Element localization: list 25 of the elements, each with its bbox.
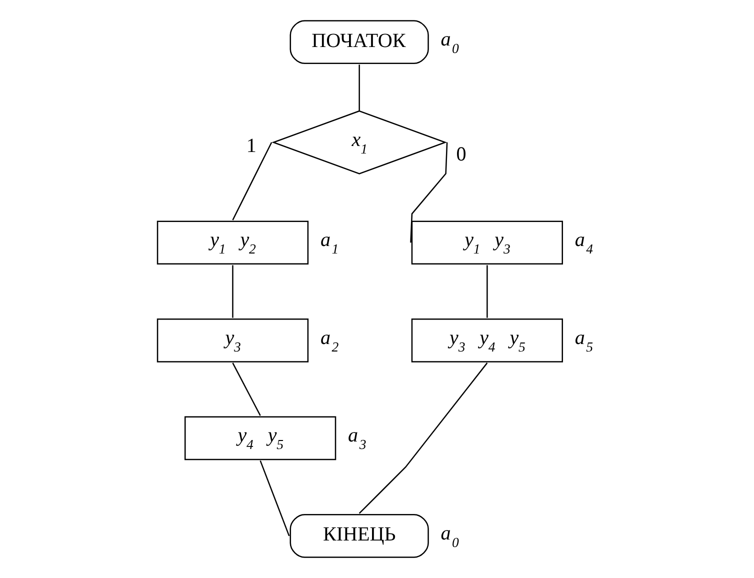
connector (232, 362, 260, 416)
node-label: a$_{5}$ (574, 326, 593, 354)
connector (486, 265, 488, 318)
connector (410, 142, 448, 243)
connector (259, 460, 290, 536)
edge-label: 0 (456, 144, 466, 166)
connector (358, 362, 488, 514)
node-box: y$_{3}$ y$_{4}$ y$_{5}$ (410, 318, 562, 362)
node-box: КІНЕЦЬ (289, 514, 428, 558)
node-label: a$_{1}$ (320, 229, 338, 257)
node-diamond: x$_{1}$ (271, 110, 447, 174)
node-box: y$_{3}$ (156, 318, 308, 362)
edge-label: 1 (246, 134, 256, 157)
node-box: ПОЧАТОК (289, 20, 428, 64)
connector (232, 265, 233, 318)
node-label: a$_{0}$ (440, 522, 458, 550)
node-label: a$_{4}$ (574, 229, 593, 257)
node-box: y$_{4}$ y$_{5}$ (184, 416, 336, 460)
node-box: y$_{1}$ y$_{3}$ (410, 220, 562, 265)
node-label: a$_{3}$ (348, 424, 366, 452)
node-label: a$_{0}$ (440, 28, 458, 56)
connector (232, 142, 272, 220)
node-label: a$_{2}$ (320, 326, 338, 354)
node-box: y$_{1}$ y$_{2}$ (156, 220, 308, 265)
connector (358, 64, 360, 111)
